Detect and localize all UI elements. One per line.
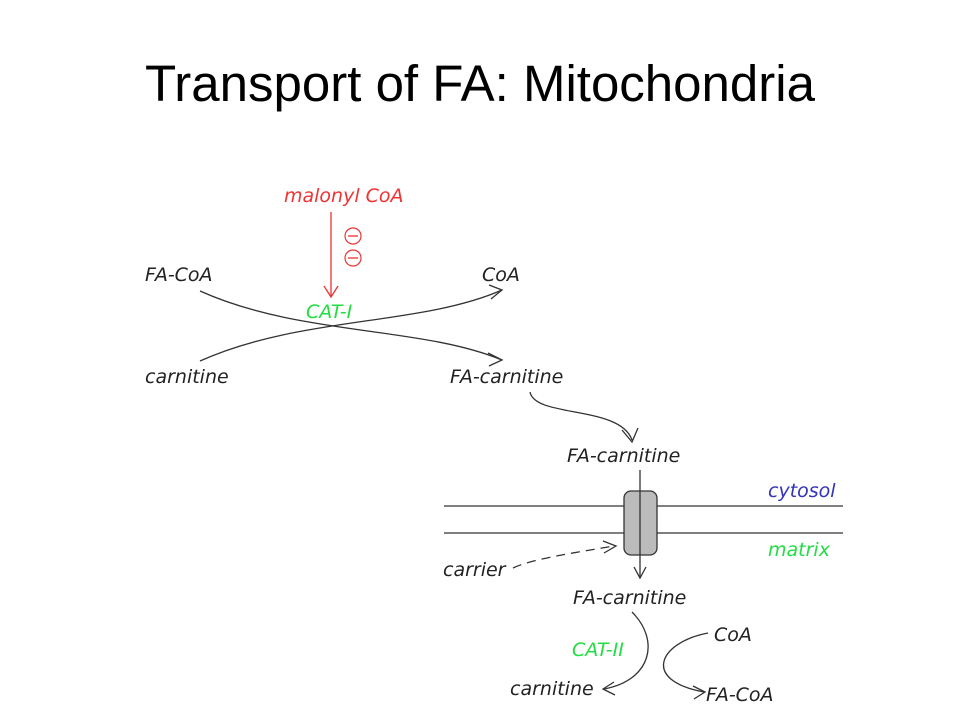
slide-title: Transport of FA: Mitochondria — [145, 55, 815, 112]
inhibition-arrow — [323, 212, 339, 299]
inhibition-symbol-2 — [344, 249, 362, 267]
matrix-label: matrix — [768, 539, 831, 561]
cat-i-arrow-fa-coa-to-fa-carnitine — [199, 290, 504, 367]
cat-ii-arrow-coa-to-fa-coa — [662, 632, 709, 700]
fa-coa-substrate-label: FA-CoA — [145, 264, 213, 286]
cat-i-enzyme-label: CAT-I — [306, 301, 353, 323]
cat-i-arrow-carnitine-to-coa — [199, 284, 504, 362]
transport-arrow — [633, 470, 647, 580]
inhibition-symbol-1 — [344, 227, 362, 245]
carnitine-product-label: carnitine — [510, 678, 594, 700]
coa-product-label: CoA — [482, 264, 520, 286]
fa-carnitine-cytosol-label: FA-carnitine — [567, 445, 680, 467]
fa-coa-product-label: FA-CoA — [706, 684, 774, 706]
cat-ii-arrow-fa-carnitine-to-carnitine — [601, 611, 649, 696]
fa-carnitine-product-label: FA-carnitine — [450, 366, 563, 388]
arrow-to-membrane — [529, 391, 639, 444]
coa-substrate-label: CoA — [714, 624, 752, 646]
cytosol-label: cytosol — [768, 480, 836, 502]
carrier-pointer-arrow — [512, 540, 618, 569]
fa-carnitine-matrix-label: FA-carnitine — [573, 587, 686, 609]
carnitine-substrate-label: carnitine — [145, 366, 229, 388]
cat-ii-enzyme-label: CAT-II — [572, 639, 624, 661]
carrier-label: carrier — [443, 559, 507, 581]
malonyl-coa-label: malonyl CoA — [284, 185, 404, 207]
